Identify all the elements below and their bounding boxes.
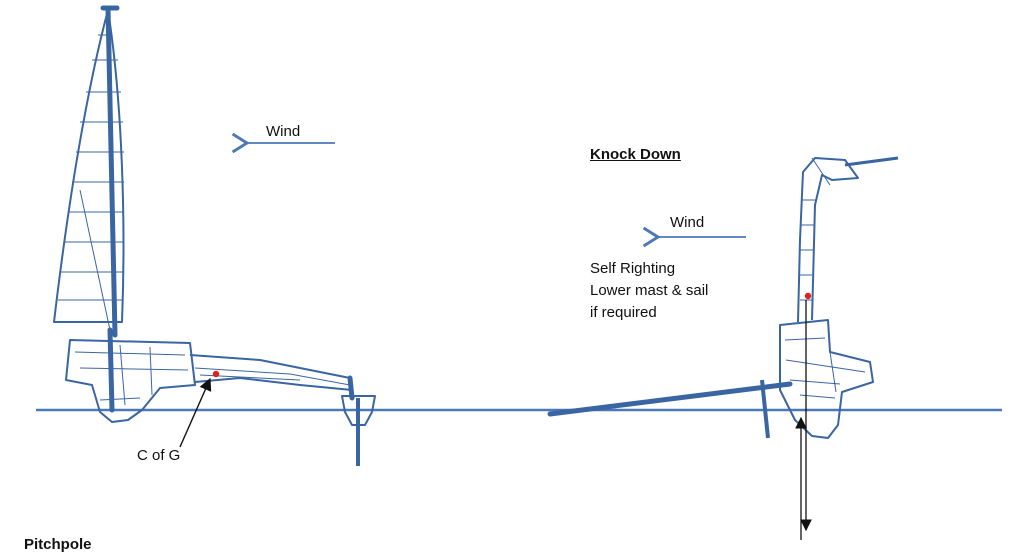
cg-label: C of G (137, 447, 181, 464)
cg-marker-left (212, 370, 220, 378)
submerged-beam (547, 381, 793, 417)
boom (844, 156, 899, 167)
pitchpole-boat (53, 5, 376, 466)
curled-sail (797, 157, 859, 323)
note-line-2: Lower mast & sail (590, 282, 709, 299)
knockdown-hull (779, 319, 874, 439)
main-hull (65, 339, 196, 423)
bow-float (341, 395, 376, 426)
knockdown-boat (547, 156, 899, 540)
wind-label-left: Wind (266, 123, 301, 140)
note-line-3: if required (590, 304, 657, 321)
wind-label-right: Wind (670, 214, 705, 231)
mast (105, 5, 118, 338)
sail (53, 9, 125, 323)
sail-battens (58, 34, 124, 301)
self-righting-note: Self Righting Lower mast & sail if requi… (590, 258, 730, 324)
knockdown-title: Knock Down (590, 146, 681, 163)
note-line-1: Self Righting (590, 260, 676, 277)
cg-pointer (179, 377, 212, 448)
foil-right (760, 379, 770, 439)
cg-marker-right (804, 292, 812, 300)
